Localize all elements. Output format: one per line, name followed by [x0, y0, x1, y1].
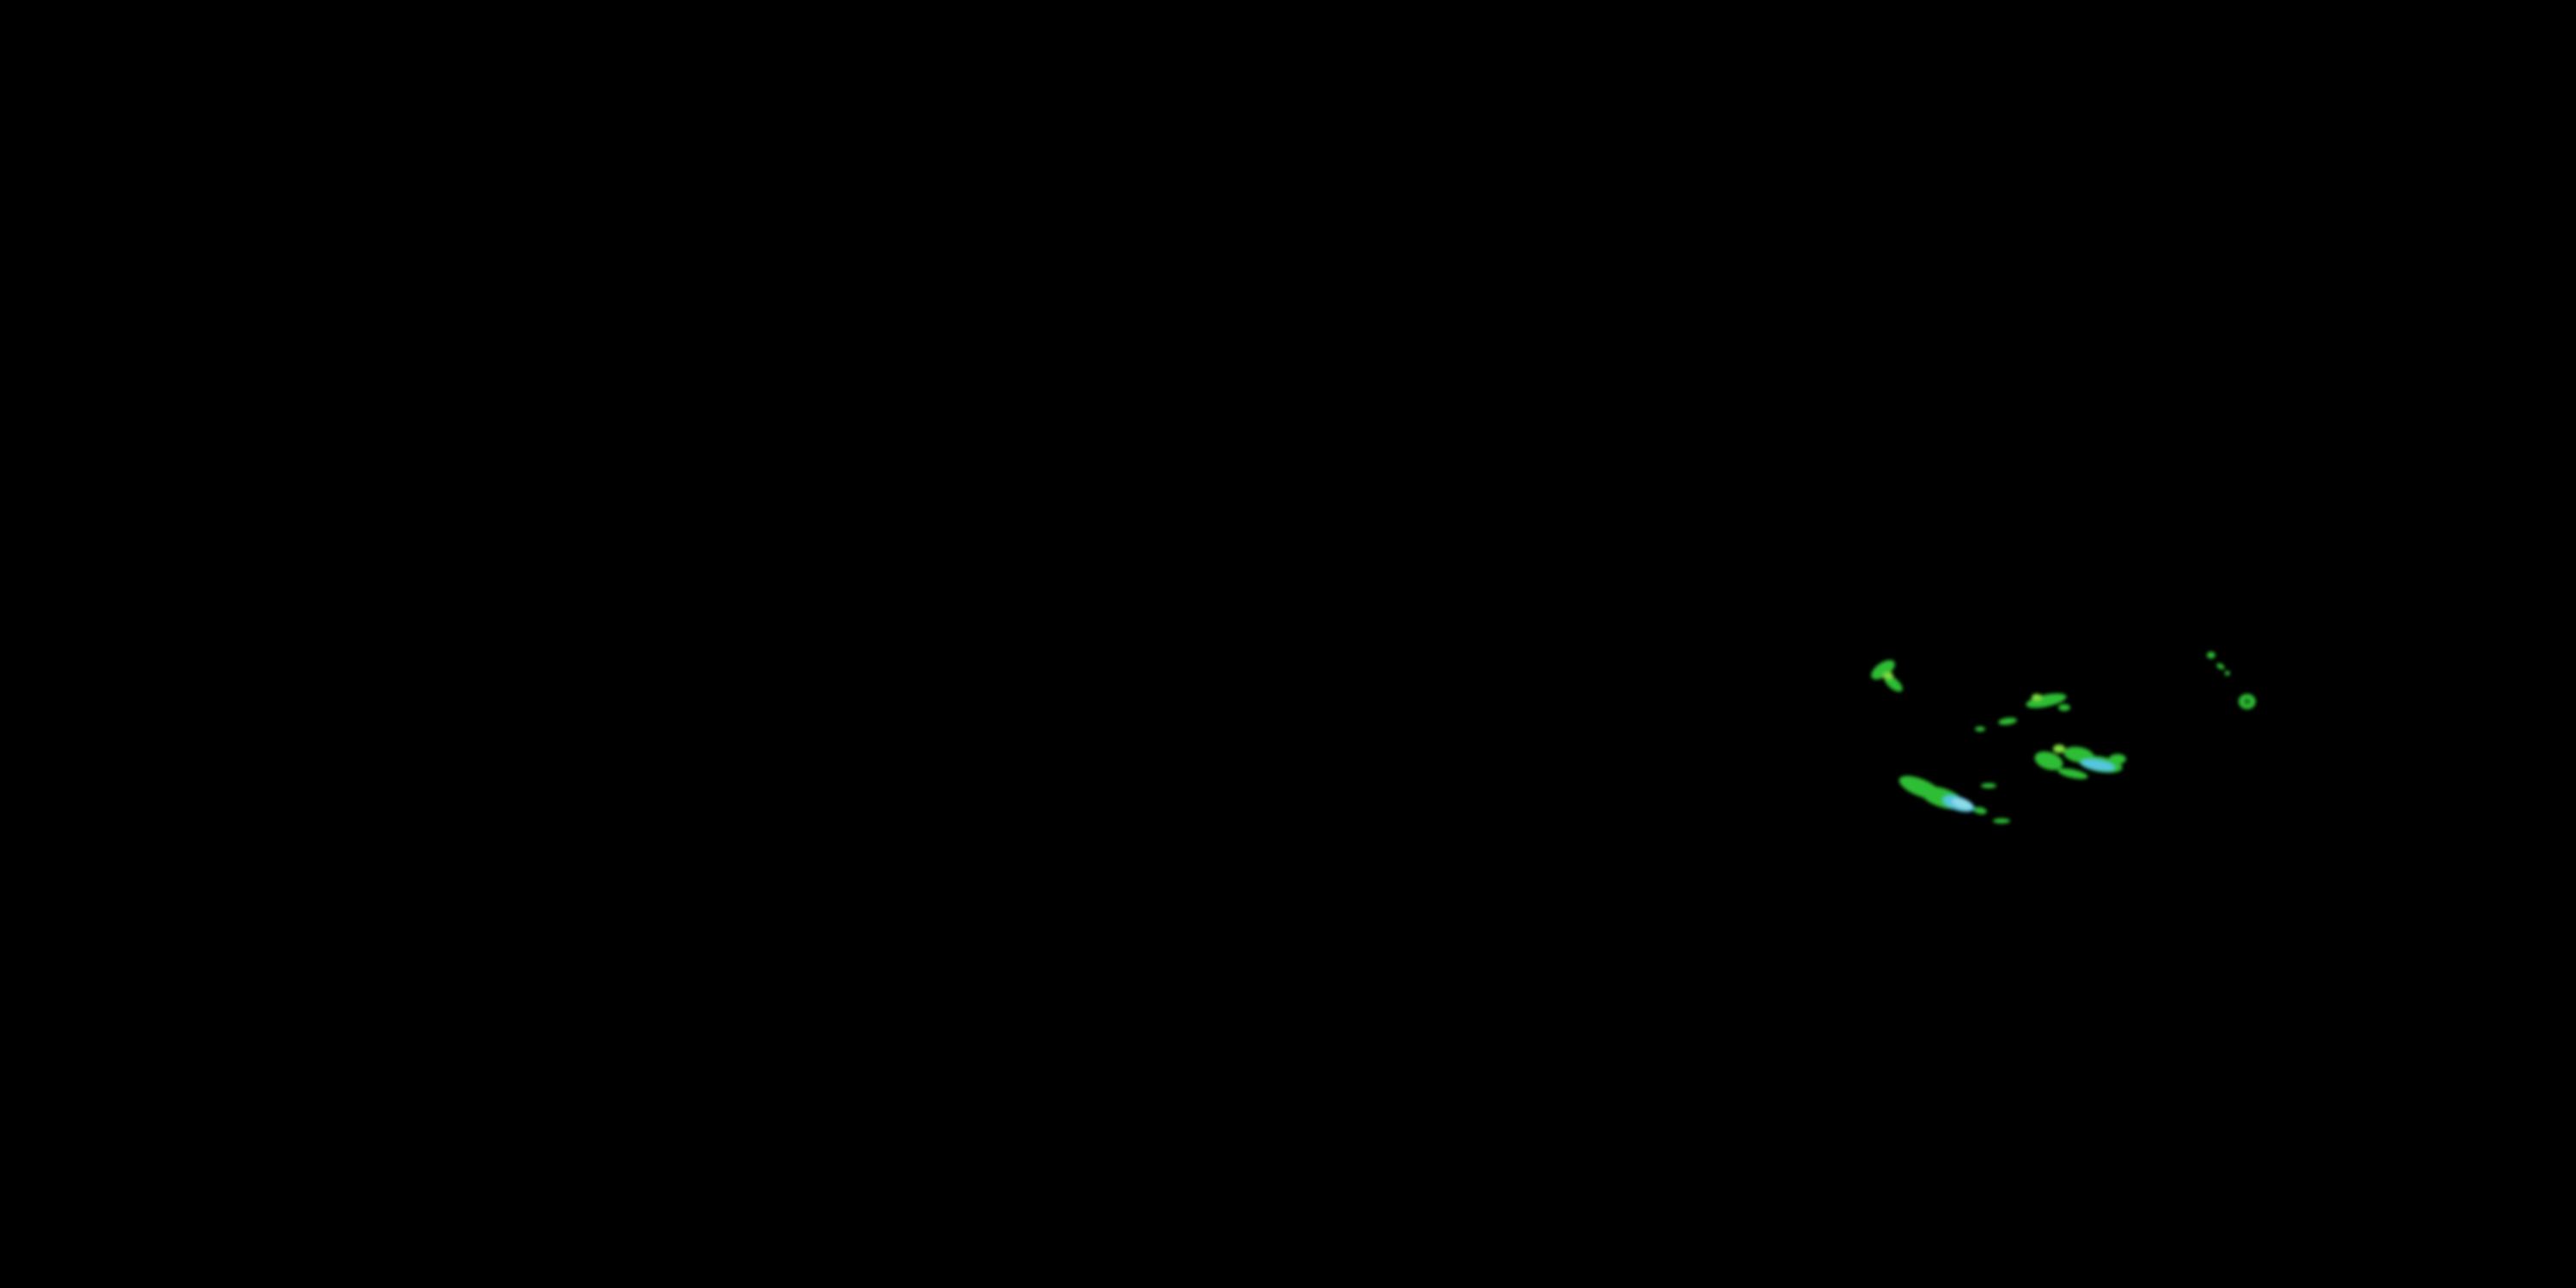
radar-echo	[1884, 675, 1903, 692]
radar-echo	[2109, 754, 2126, 764]
radar-echo	[2026, 693, 2067, 708]
radar-echo	[2058, 704, 2070, 711]
radar-echo	[2207, 652, 2215, 659]
radar-echo	[2034, 751, 2063, 770]
echo-group	[1871, 652, 2256, 823]
radar-echo	[2225, 671, 2230, 676]
radar-echo	[1975, 726, 1985, 732]
radar-echo	[1993, 818, 2010, 823]
radar-echo	[1952, 798, 1972, 810]
radar-echo	[2057, 768, 2088, 780]
radar-echo	[1998, 717, 2017, 726]
radar-echo	[1981, 783, 1996, 788]
radar-echo	[2053, 744, 2065, 753]
radar-echo	[1883, 672, 1893, 679]
radar-echo	[2032, 694, 2042, 701]
radar-echo	[2244, 698, 2251, 705]
radar-echo	[2081, 759, 2115, 771]
radar-echo	[2216, 663, 2225, 670]
radar-echo	[1871, 659, 1895, 680]
radar-echo	[1973, 806, 1987, 815]
